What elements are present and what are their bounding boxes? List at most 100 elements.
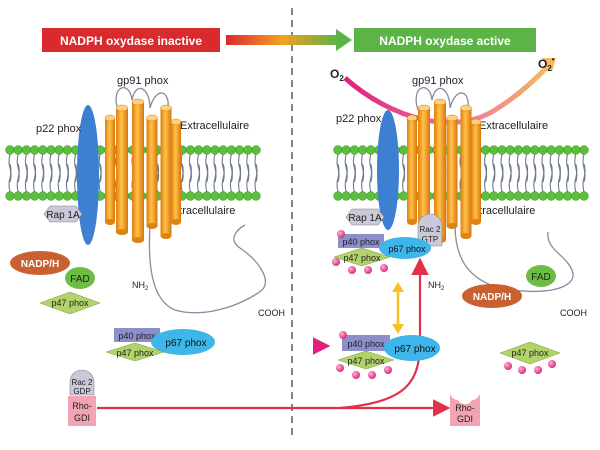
lipid-tail	[197, 153, 201, 183]
lipid-head	[538, 191, 548, 201]
lipid-tail	[508, 163, 512, 193]
gp91-extracellular-loops-right	[415, 87, 469, 111]
helix-top	[170, 118, 182, 126]
active-banner-label: NADPH oxydase active	[379, 34, 511, 48]
lipid-tail	[98, 153, 102, 183]
helix-top	[433, 98, 447, 106]
helix-bottom	[105, 219, 115, 225]
lipid-head	[234, 191, 245, 201]
p40-phox-membrane	[338, 234, 384, 248]
lipid-tail	[65, 153, 69, 183]
lipid-head	[38, 145, 48, 155]
gp91-extracellular-loops-left	[115, 87, 169, 111]
lipid-head	[234, 145, 245, 155]
lipid-tail	[33, 163, 37, 193]
helix-top	[115, 104, 129, 112]
rac2-label-left-line1: Rac 2	[72, 378, 93, 387]
p67-phox-cytosol-right	[384, 335, 440, 361]
lipid-head	[226, 191, 237, 201]
rac2-label-left-line2: GDP	[73, 387, 90, 396]
lipid-head	[489, 191, 499, 201]
lipid-head	[193, 191, 204, 201]
helix-bottom	[171, 219, 181, 225]
lipid-tail	[238, 153, 242, 183]
lipid-tail	[336, 163, 340, 193]
lipid-tail	[492, 163, 496, 193]
p22-phox-left	[77, 105, 99, 245]
lipid-head	[62, 145, 73, 155]
lipid-head	[193, 145, 204, 155]
lipid-tail	[8, 153, 12, 183]
rap1a-label-left: Rap 1A	[46, 210, 80, 221]
lipid-head	[5, 145, 15, 155]
lipid-tail	[74, 153, 78, 183]
lipid-tail	[16, 163, 20, 193]
gp91-helices-left	[104, 98, 182, 243]
p47-label-membrane: p47 phox	[343, 253, 381, 263]
nadph-label-right: NADP/H	[473, 292, 511, 303]
p47-phox-free-right	[499, 341, 561, 365]
lipid-tail	[205, 153, 209, 183]
intracellular-label-left: Intracellulaire	[170, 205, 235, 217]
lipid-head	[521, 145, 532, 155]
helix-top	[146, 114, 158, 122]
superoxide-label: O2•	[538, 55, 555, 73]
phosphate-group	[380, 264, 388, 272]
lipid-tail	[16, 153, 20, 183]
lipid-tail	[41, 153, 45, 183]
lipid-tail	[74, 163, 78, 193]
lipid-head	[333, 145, 343, 155]
helix-top	[470, 118, 482, 126]
phosphate-group	[548, 360, 556, 368]
o2-arrow-head	[542, 58, 556, 72]
equilibrium-arrow-head-down	[392, 324, 404, 334]
lipid-tail	[352, 153, 356, 183]
transmembrane-helix	[160, 108, 172, 236]
lipid-head	[489, 145, 499, 155]
state-transition-arrow-head	[336, 29, 352, 51]
transmembrane-helix	[418, 108, 430, 232]
lipid-head	[497, 191, 507, 201]
p40-label-membrane: p40 phox	[342, 237, 380, 247]
phosphate-group	[504, 362, 512, 370]
phosphate-group	[518, 366, 526, 374]
p67-phox-membrane	[379, 237, 431, 259]
helix-top	[104, 114, 116, 122]
lipid-head	[521, 191, 532, 201]
nh2-label-right: NH2	[428, 280, 445, 292]
phosphate-group	[534, 366, 542, 374]
lipid-tail	[541, 153, 545, 183]
rhogdi-right	[450, 392, 480, 426]
phosphate-group	[384, 366, 392, 374]
lipid-tail	[533, 163, 537, 193]
lipid-head	[579, 191, 589, 201]
lipid-head	[398, 145, 409, 155]
lipid-tail	[344, 153, 348, 183]
phosphate-group	[352, 371, 360, 379]
transmembrane-helix	[105, 118, 115, 222]
p47-label-complex-left: p47 phox	[116, 348, 154, 358]
lipid-tail	[549, 153, 553, 183]
lipid-tail	[254, 163, 258, 193]
lipid-tail	[549, 163, 553, 193]
lipid-head	[505, 191, 515, 201]
p40-phox-cytosol-right	[342, 335, 390, 351]
rhogdi-label-right-line1: Rho-	[455, 403, 475, 413]
helix-bottom	[471, 219, 481, 225]
p47-phox-membrane	[333, 247, 391, 267]
inactive-banner-label: NADPH oxydase inactive	[60, 34, 202, 48]
fad-label-left: FAD	[70, 274, 89, 285]
p47-phox-complex-left	[105, 342, 165, 362]
lipid-tail	[582, 163, 586, 193]
lipid-tail	[205, 163, 209, 193]
inactive-banner	[42, 28, 220, 52]
lipid-tail	[361, 163, 365, 193]
nadph-right	[462, 284, 522, 308]
transmembrane-helix	[434, 102, 446, 240]
lipid-tail	[557, 163, 561, 193]
extracellular-label-right: Extracellulaire	[479, 120, 548, 132]
lipid-head	[341, 145, 351, 155]
nh2-label-left: NH2	[132, 280, 149, 292]
